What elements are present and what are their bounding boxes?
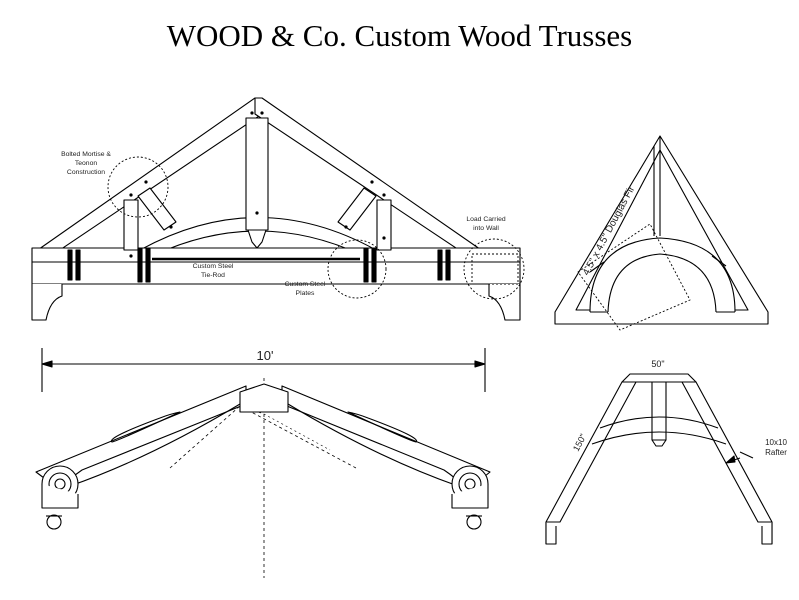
span-dimension <box>41 348 486 392</box>
bracket-truss-elevation <box>35 378 491 578</box>
load-carried-label: Load Carried <box>466 216 506 223</box>
rafter-truss-elevation <box>545 373 773 545</box>
load-carried-label-line2: into Wall <box>473 225 499 232</box>
bolted-mortise-label-line3: Construction <box>67 169 105 176</box>
bolted-mortise-label-line2: Teonon <box>75 160 98 167</box>
page-title: WOOD & Co. Custom Wood Trusses <box>166 18 633 53</box>
span-label: 10' <box>257 348 274 363</box>
steel-plates-label: Custom Steel <box>285 281 326 288</box>
tie-rod-label: Custom Steel <box>193 263 234 270</box>
rafter-size-label: 10x10 <box>765 438 787 447</box>
bolted-mortise-label: Bolted Mortise & <box>61 151 111 158</box>
tie-rod-label-line2: Tie-Rod <box>201 272 225 279</box>
rafter-label: Rafter <box>765 448 787 457</box>
steel-plates-label-line2: Plates <box>296 290 315 297</box>
king-post-truss-elevation <box>31 97 525 321</box>
arched-brace-truss-section <box>554 135 769 331</box>
top-width-label: 50" <box>651 359 664 369</box>
